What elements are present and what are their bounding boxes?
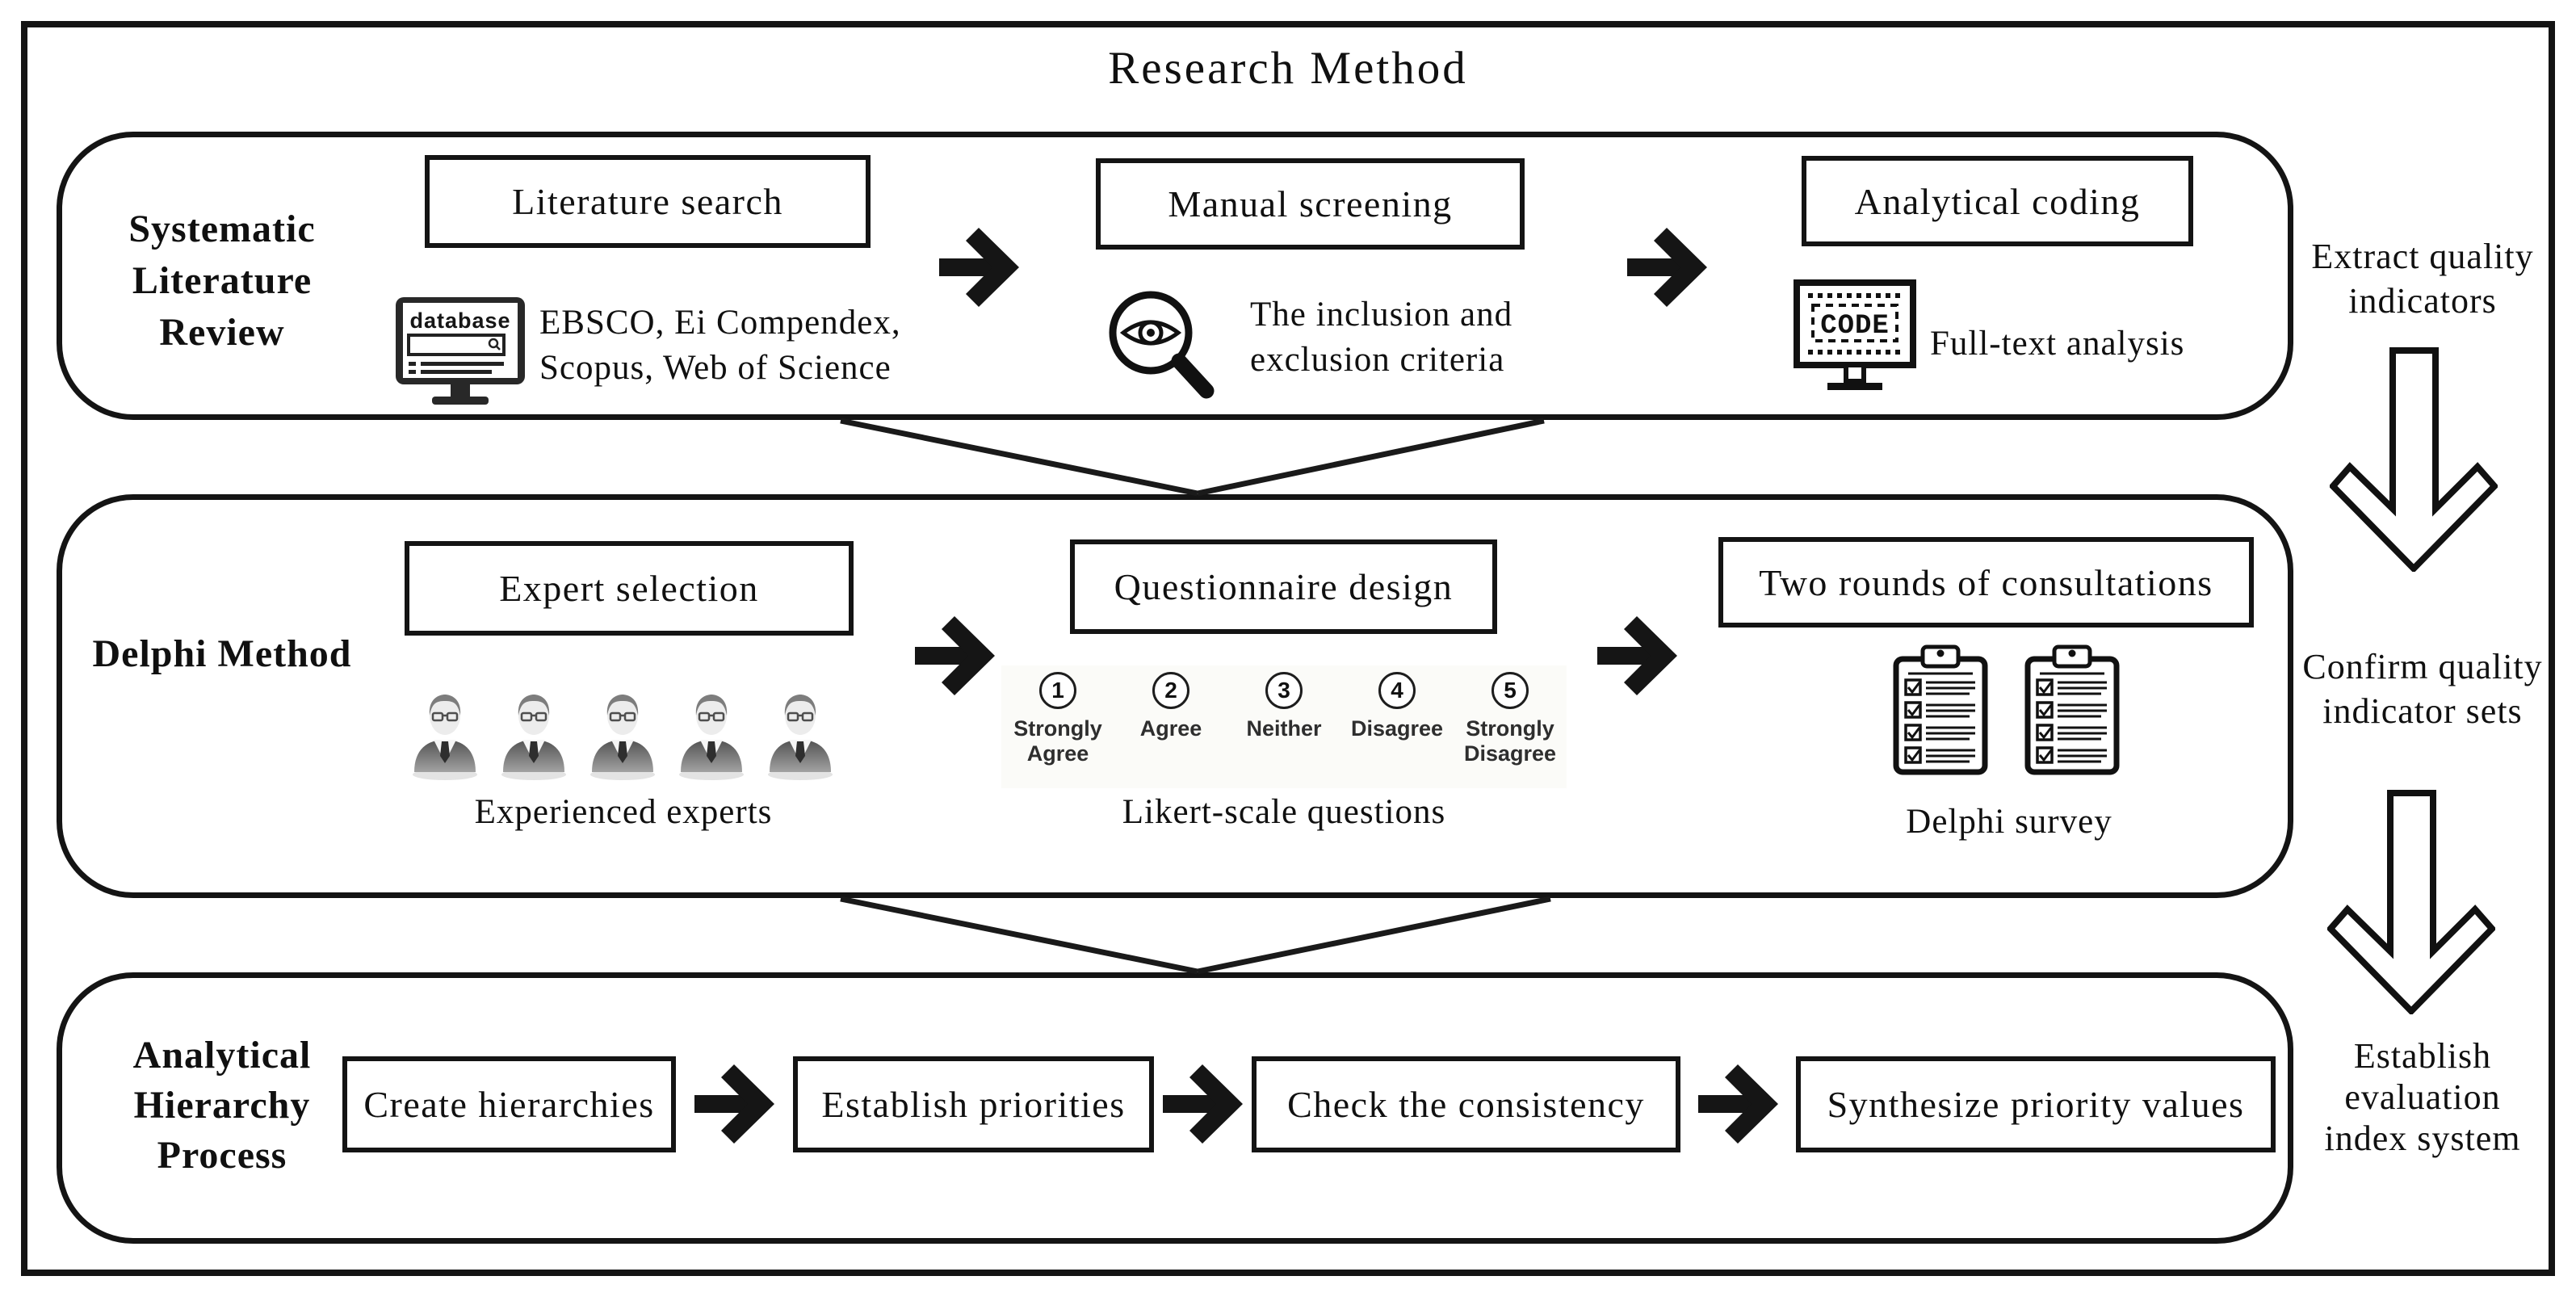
caption-line: EBSCO, Ei Compendex,: [539, 304, 901, 342]
row-label-line: Hierarchy: [133, 1084, 311, 1127]
arrow-right-icon: [1698, 1064, 1778, 1144]
database-icon-label: database: [409, 309, 510, 333]
database-monitor-icon: database: [396, 297, 525, 405]
box-label: Create hierarchies: [363, 1084, 655, 1125]
box-manual-screening: Manual screening: [1096, 158, 1525, 250]
side-text-establish-evaluation-index-system: Establish evaluation index system: [2324, 1036, 2521, 1158]
likert-label: Neither: [1246, 716, 1322, 741]
funnel-connector-1: [840, 418, 1545, 497]
arrow-right-icon: [939, 228, 1019, 307]
likert-item-3: 3 Neither: [1227, 665, 1340, 788]
row-label-delphi-method: Delphi Method: [77, 628, 367, 680]
likert-item-5: 5 Strongly Disagree: [1454, 665, 1567, 788]
likert-number: 4: [1378, 672, 1416, 709]
row-label-line: Literature: [132, 259, 313, 302]
hollow-down-arrow-icon: [2330, 347, 2498, 572]
box-expert-selection: Expert selection: [405, 541, 854, 636]
arrow-right-icon: [1627, 228, 1707, 307]
box-label: Literature search: [512, 181, 783, 222]
arrow-right-icon: [1597, 616, 1677, 695]
hollow-down-arrow-icon: [2327, 790, 2495, 1014]
caption-line: Full-text analysis: [1930, 325, 2185, 363]
row-label-line: Process: [157, 1134, 287, 1177]
box-label: Establish priorities: [821, 1084, 1126, 1125]
experts-caption: Experienced experts: [381, 790, 866, 835]
likert-number: 2: [1152, 672, 1189, 709]
arrow-right-icon: [915, 616, 995, 695]
box-label: Questionnaire design: [1114, 566, 1454, 607]
caption-line: Scopus, Web of Science: [539, 349, 892, 387]
row-label-analytical-hierarchy-process: Analytical Hierarchy Process: [77, 1030, 367, 1181]
likert-number: 3: [1265, 672, 1303, 709]
side-text-confirm-quality-indicator-sets: Confirm quality indicator sets: [2302, 647, 2543, 731]
likert-item-2: 2 Agree: [1114, 665, 1227, 788]
funnel-connector-2: [840, 896, 1551, 975]
caption-line: Experienced experts: [474, 793, 773, 831]
likert-item-1: 1 Strongly Agree: [1001, 665, 1114, 788]
box-check-consistency: Check the consistency: [1252, 1056, 1680, 1152]
person-icon: [501, 695, 566, 780]
box-analytical-coding: Analytical coding: [1802, 156, 2193, 246]
caption-line: Delphi survey: [1906, 803, 2112, 841]
outer-border: [21, 21, 2555, 1276]
likert-label: Agree: [1139, 716, 1202, 741]
person-icon: [590, 695, 655, 780]
survey-caption: Delphi survey: [1767, 800, 2251, 845]
person-icon: [413, 695, 477, 780]
expert-group: [408, 688, 837, 781]
clipboard-checklist-icon: [2024, 644, 2120, 775]
clipboard-checklist-icon: [1893, 644, 1988, 775]
screening-caption: The inclusion and exclusion criteria: [1250, 292, 1512, 383]
box-establish-priorities: Establish priorities: [793, 1056, 1154, 1152]
person-icon: [679, 695, 744, 780]
box-synthesize-priority-values: Synthesize priority values: [1796, 1056, 2276, 1152]
code-icon-label: CODE: [1820, 311, 1890, 342]
coding-caption: Full-text analysis: [1930, 321, 2184, 367]
clipboard-group: [1892, 643, 2121, 777]
row-label-systematic-literature-review: Systematic Literature Review: [77, 204, 367, 359]
code-monitor-icon: CODE: [1794, 279, 1916, 390]
box-label: Expert selection: [499, 568, 759, 609]
box-label: Two rounds of consultations: [1759, 561, 2213, 603]
box-label: Manual screening: [1168, 183, 1453, 225]
likert-caption: Likert-scale questions: [1042, 790, 1526, 835]
search-icon: [488, 338, 499, 349]
box-label: Analytical coding: [1854, 180, 2141, 222]
caption-line: The inclusion and: [1250, 296, 1513, 334]
eye-magnifier-icon: [1109, 291, 1215, 399]
box-literature-search: Literature search: [425, 155, 871, 248]
arrow-right-icon: [694, 1064, 774, 1144]
side-text-extract-quality-indicators: Extract quality indicators: [2311, 237, 2534, 321]
row-label-line: Method: [217, 632, 352, 675]
arrow-right-icon: [1163, 1064, 1243, 1144]
box-label: Synthesize priority values: [1827, 1084, 2245, 1125]
row-label-line: Delphi: [92, 632, 208, 675]
caption-line: Likert-scale questions: [1122, 793, 1446, 831]
database-caption: EBSCO, Ei Compendex, Scopus, Web of Scie…: [539, 300, 901, 391]
likert-number: 1: [1039, 672, 1076, 709]
row-label-line: Analytical: [132, 1034, 312, 1077]
box-label: Check the consistency: [1287, 1084, 1645, 1125]
box-create-hierarchies: Create hierarchies: [342, 1056, 676, 1152]
likert-scale: 1 Strongly Agree 2 Agree 3 Neither 4 Dis…: [1001, 665, 1567, 788]
row-label-line: Review: [159, 311, 285, 354]
likert-item-4: 4 Disagree: [1340, 665, 1454, 788]
person-icon: [768, 695, 833, 780]
box-two-rounds-consultations: Two rounds of consultations: [1718, 537, 2254, 628]
box-questionnaire-design: Questionnaire design: [1070, 539, 1497, 634]
page-title: Research Method: [1108, 43, 1468, 94]
likert-number: 5: [1491, 672, 1529, 709]
likert-label: Strongly Agree: [1013, 716, 1102, 766]
likert-label: Strongly Disagree: [1463, 716, 1557, 766]
caption-line: exclusion criteria: [1250, 341, 1505, 379]
row-label-line: Systematic: [128, 208, 316, 250]
likert-label: Disagree: [1350, 716, 1444, 741]
